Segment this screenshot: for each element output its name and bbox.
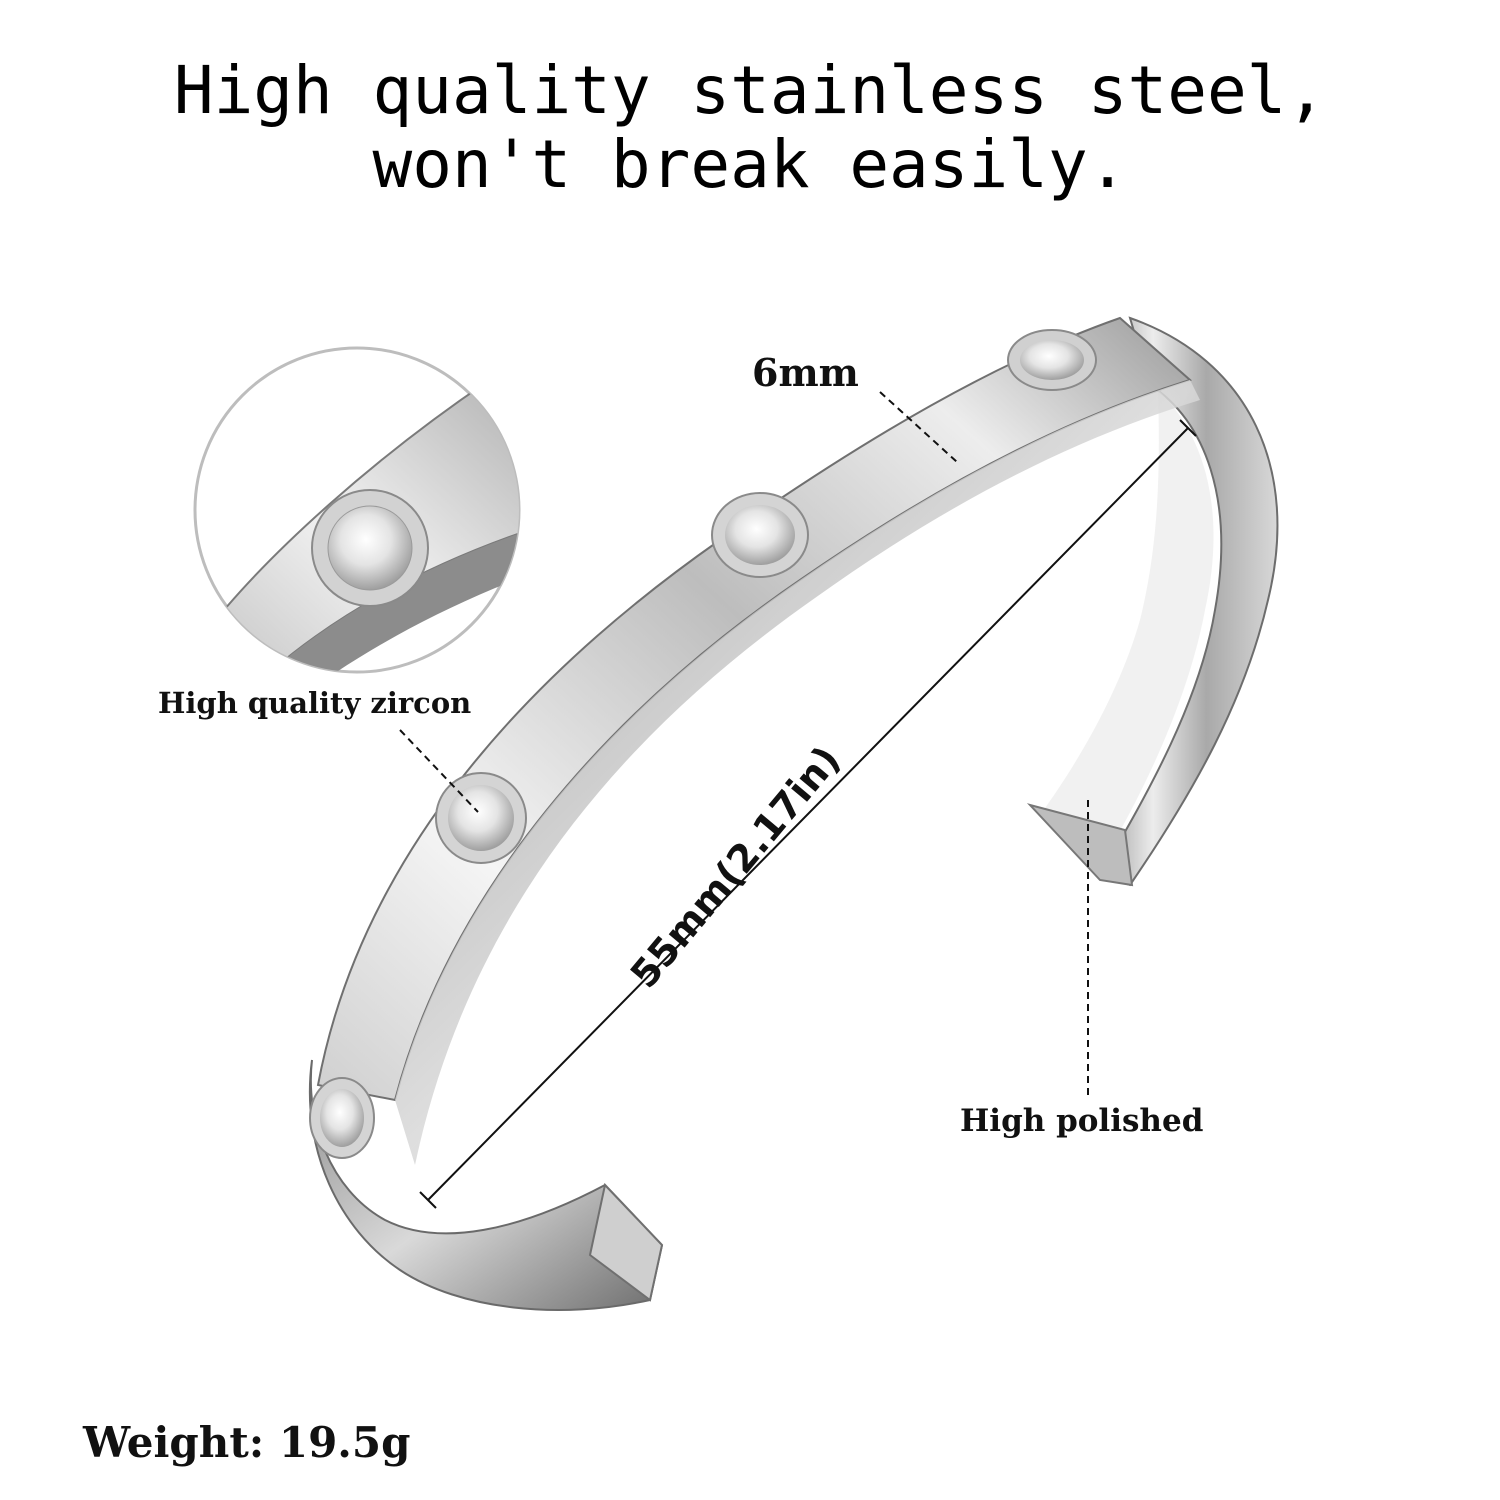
zircon-stone-4 (309, 1077, 375, 1159)
width-leader-line (879, 391, 958, 463)
zircon-leader-line (399, 729, 479, 813)
bracelet-left-end-face (588, 1182, 664, 1302)
width-label: 6mm (752, 350, 859, 395)
bracelet-right-end (1026, 803, 1134, 887)
zircon-stone-3 (435, 772, 527, 864)
zircon-zoom-detail (193, 346, 521, 674)
bracelet-inner-highlight (1040, 390, 1214, 840)
headline-line-1: High quality stainless steel, (173, 52, 1327, 129)
diameter-measure-line (419, 419, 1197, 1209)
zircon-stone-1 (1007, 329, 1097, 391)
weight-label: Weight: 19.5g (83, 1418, 411, 1467)
zircon-stone-2 (711, 492, 809, 578)
polish-label: High polished (960, 1103, 1204, 1139)
headline-line-2: won't break easily. (372, 126, 1128, 203)
zircon-label: High quality zircon (158, 686, 472, 720)
